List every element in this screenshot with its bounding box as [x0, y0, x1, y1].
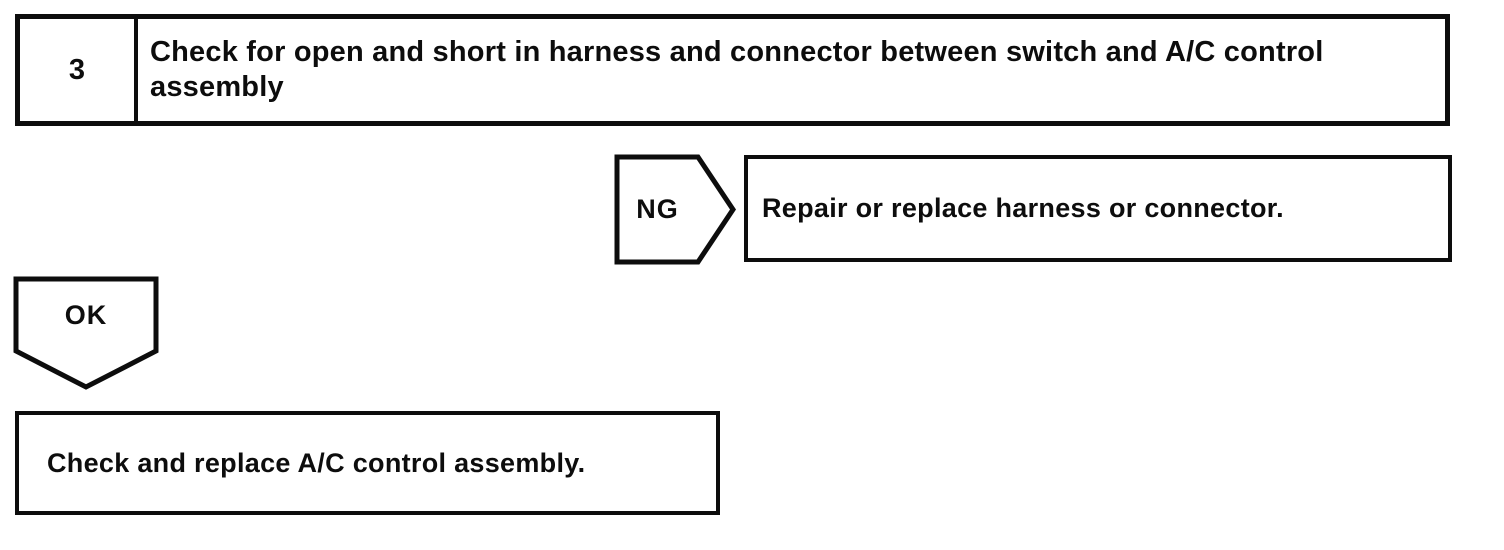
ok-label: OK: [64, 299, 108, 330]
ok-connector: OK: [11, 274, 161, 392]
step-instruction-cell: Check for open and short in harness and …: [138, 19, 1445, 121]
ng-action-box: Repair or replace harness or connector.: [744, 155, 1452, 262]
step-box: 3 Check for open and short in harness an…: [15, 14, 1450, 126]
final-action-box: Check and replace A/C control assembly.: [15, 411, 720, 515]
ng-action-text: Repair or replace harness or connector.: [762, 193, 1284, 223]
ng-label: NG: [636, 194, 679, 224]
ng-pentagon-icon: [614, 154, 737, 265]
final-action-text: Check and replace A/C control assembly.: [47, 447, 586, 478]
ng-connector: NG: [612, 152, 738, 267]
step-instruction: Check for open and short in harness and …: [150, 36, 1324, 103]
ok-pentagon-icon: [13, 276, 159, 390]
step-number: 3: [20, 19, 138, 121]
